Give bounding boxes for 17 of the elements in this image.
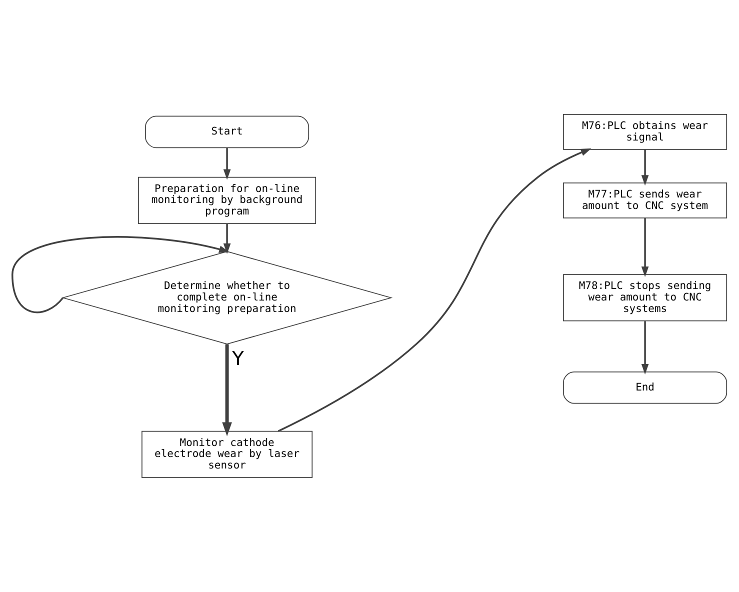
- arrow: [222, 344, 232, 436]
- node-diamond: Determine whether to complete on-line monitoring preparation: [61, 251, 393, 344]
- node-box: M78:PLC stops sending wear amount to CNC systems: [563, 274, 728, 322]
- arrow: [641, 218, 649, 277]
- arrow: [278, 148, 592, 432]
- arrow: [641, 150, 649, 186]
- arrow: [223, 224, 231, 254]
- node-box: Start: [145, 116, 310, 148]
- node-box: End: [563, 371, 728, 404]
- node-box: Preparation for on-line monitoring by background program: [138, 176, 316, 224]
- node-box: Monitor cathode electrode wear by laser sensor: [142, 430, 313, 478]
- edge-label: Y: [232, 346, 244, 370]
- arrow: [641, 321, 649, 374]
- arrow: [223, 148, 231, 180]
- arrow: [12, 236, 230, 314]
- node-box: M77:PLC sends wear amount to CNC system: [563, 182, 728, 218]
- node-box: M76:PLC obtains wear signal: [563, 114, 728, 150]
